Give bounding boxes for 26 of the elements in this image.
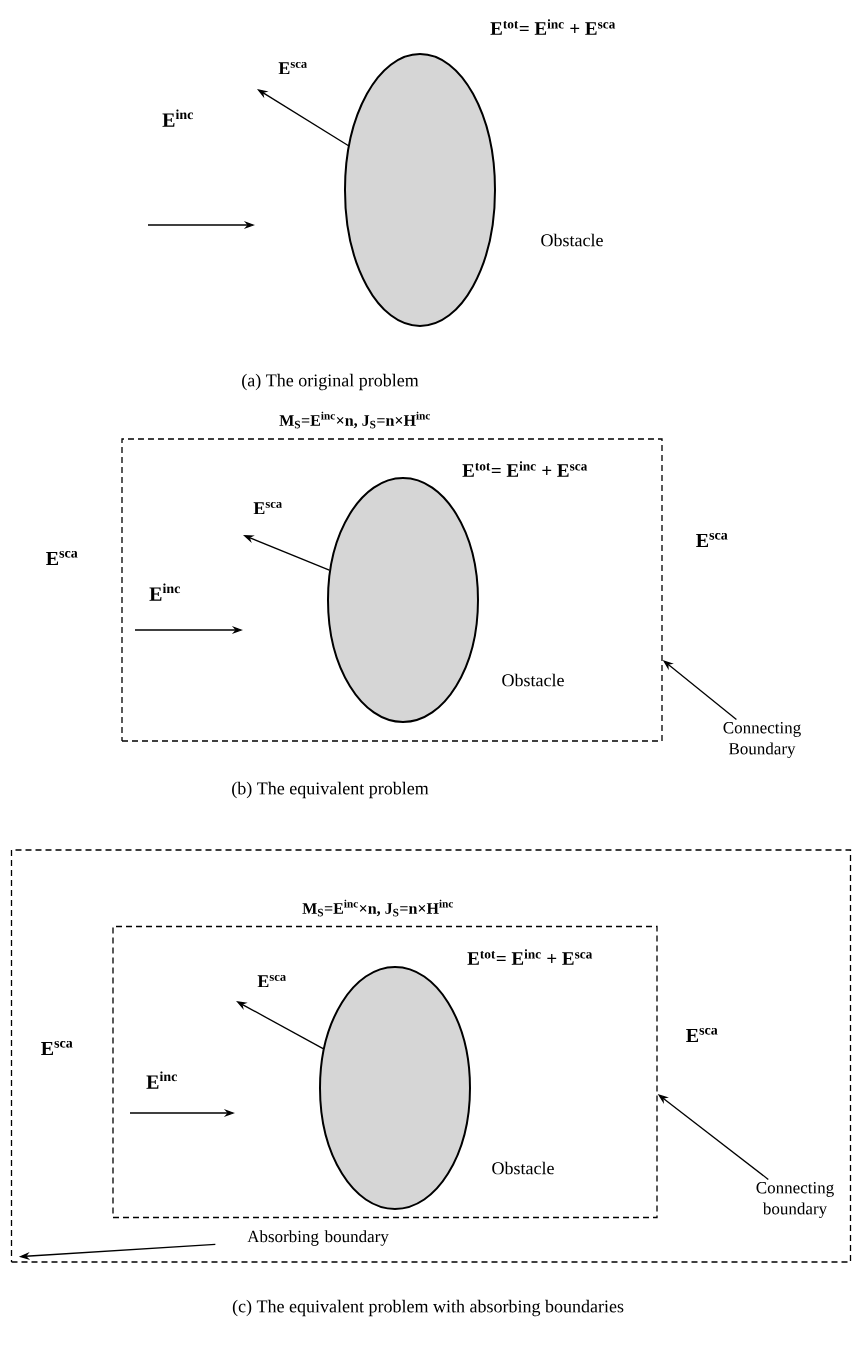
boundary-formula: M$_{S}$=E$^{inc}$×n, J$_{S}$=n×H$^{inc}$: [279, 411, 430, 429]
field-label: E$^{sca}$: [253, 501, 282, 515]
field-label: E$^{sca}$: [278, 61, 307, 75]
field-formula: E$^{tot}$= E$^{inc}$ + E$^{sca}$: [467, 949, 593, 965]
field-label: E$^{sca}$: [41, 1040, 73, 1056]
obstacle-label: Obstacle: [502, 673, 564, 687]
field-label: E$^{sca}$: [696, 532, 728, 548]
boundary-label: Absorbing boundary: [247, 1230, 389, 1246]
boundary-label: Connecting boundary: [756, 1182, 834, 1218]
boundary-formula: M$_{S}$=E$^{inc}$×n, J$_{S}$=n×H$^{inc}$: [302, 899, 453, 917]
field-label: E$^{sca}$: [686, 1027, 718, 1043]
obstacle-label: Obstacle: [492, 1161, 554, 1175]
field-label: E$^{inc}$: [146, 1071, 177, 1089]
field-label: E$^{sca}$: [46, 550, 78, 566]
field-label: E$^{inc}$: [162, 109, 193, 127]
caption: (c) The equivalent problem with absorbing boundaries: [232, 1299, 624, 1317]
dashed-boundary: [10, 849, 852, 1263]
caption: (b) The equivalent problem: [232, 781, 429, 799]
field-label: E$^{sca}$: [257, 974, 286, 988]
field-formula: E$^{tot}$= E$^{inc}$ + E$^{sca}$: [462, 461, 588, 477]
boundary-label: Connecting Boundary: [723, 722, 801, 758]
field-formula: E$^{tot}$= E$^{inc}$ + E$^{sca}$: [490, 19, 616, 35]
obstacle-label: Obstacle: [541, 233, 603, 247]
caption: (a) The original problem: [242, 373, 419, 391]
field-label: E$^{inc}$: [149, 583, 180, 601]
field-arrow: [257, 89, 349, 147]
